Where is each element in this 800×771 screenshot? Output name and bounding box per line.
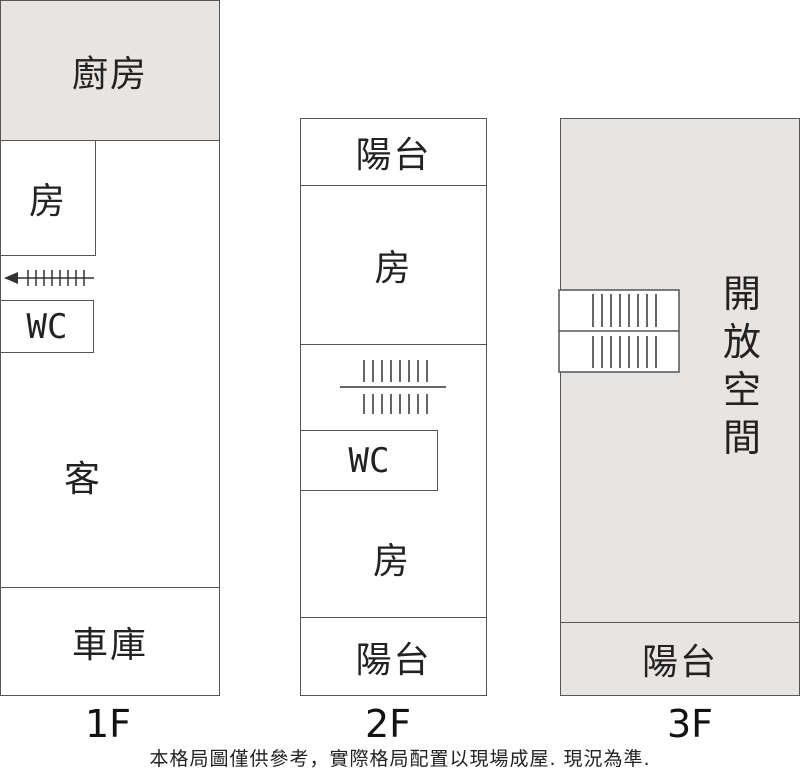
living-room-label: 客 <box>64 459 101 500</box>
floor-2-label: 2F <box>364 702 412 746</box>
floor-1-wc-label: WC <box>26 306 68 347</box>
floor-2-balcony-bottom: 陽台 <box>300 617 487 696</box>
floor-2-wc-label: WC <box>348 440 390 481</box>
garage-label: 車庫 <box>71 624 148 666</box>
floor-1-stair-arrow-icon <box>4 270 94 286</box>
floor-2-bedroom-upper: 房 <box>300 185 487 345</box>
floor-1-bedroom-label: 房 <box>28 181 67 222</box>
kitchen-room: 廚房 <box>0 0 220 141</box>
floor-1-wc: WC <box>0 300 94 353</box>
kitchen-label: 廚房 <box>71 53 148 95</box>
garage-room: 車庫 <box>0 587 220 696</box>
floor-3-balcony-label: 陽台 <box>641 642 718 683</box>
floor-3-balcony: 陽台 <box>560 622 800 696</box>
floor-3-label: 3F <box>666 702 714 746</box>
disclaimer-note: 本格局圖僅供參考，實際格局配置以現場成屋. 現況為準. <box>149 748 651 770</box>
floor-2-balcony-top: 陽台 <box>300 118 487 186</box>
open-space-label: 開 放 空 間 <box>722 272 761 460</box>
floor-1-bedroom: 房 <box>0 140 96 256</box>
floor-2-stairs-icon <box>340 360 446 414</box>
floor-2-wc: WC <box>300 430 438 491</box>
floor-2-bedroom-upper-label: 房 <box>374 248 413 289</box>
floor-3-stairs-icon <box>558 289 680 373</box>
floor-1-label: 1F <box>84 702 132 746</box>
floor-2-balcony-bottom-label: 陽台 <box>355 639 432 681</box>
floor-2-balcony-top-label: 陽台 <box>355 135 432 176</box>
floor-2-bedroom-lower-label: 房 <box>373 541 410 582</box>
